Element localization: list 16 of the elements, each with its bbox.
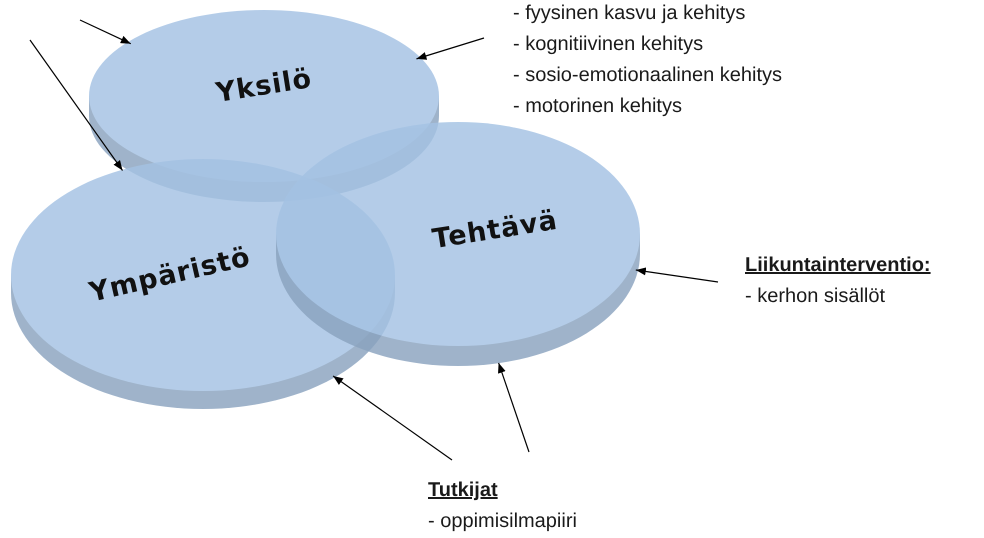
heading-text: Liikuntainterventio: [745, 253, 931, 278]
list-item: - sosio-emotionaalinen kehitys [513, 63, 782, 88]
arrow [332, 375, 452, 460]
list-item: - fyysinen kasvu ja kehitys [513, 1, 746, 26]
list-item: - kognitiivinen kehitys [513, 32, 704, 57]
list-item: - oppimisilmapiiri [428, 509, 577, 534]
disc-label: Yksilö [214, 63, 314, 109]
arrow [416, 37, 484, 60]
arrow [498, 362, 530, 452]
list-item: - kerhon sisällöt [745, 284, 886, 309]
arrow [636, 267, 718, 283]
list-item: - motorinen kehitys [513, 94, 683, 119]
arrow [30, 40, 124, 171]
disc-label: Tehtävä [430, 204, 560, 256]
arrow [80, 19, 132, 44]
heading-text: Tutkijat [428, 478, 499, 503]
